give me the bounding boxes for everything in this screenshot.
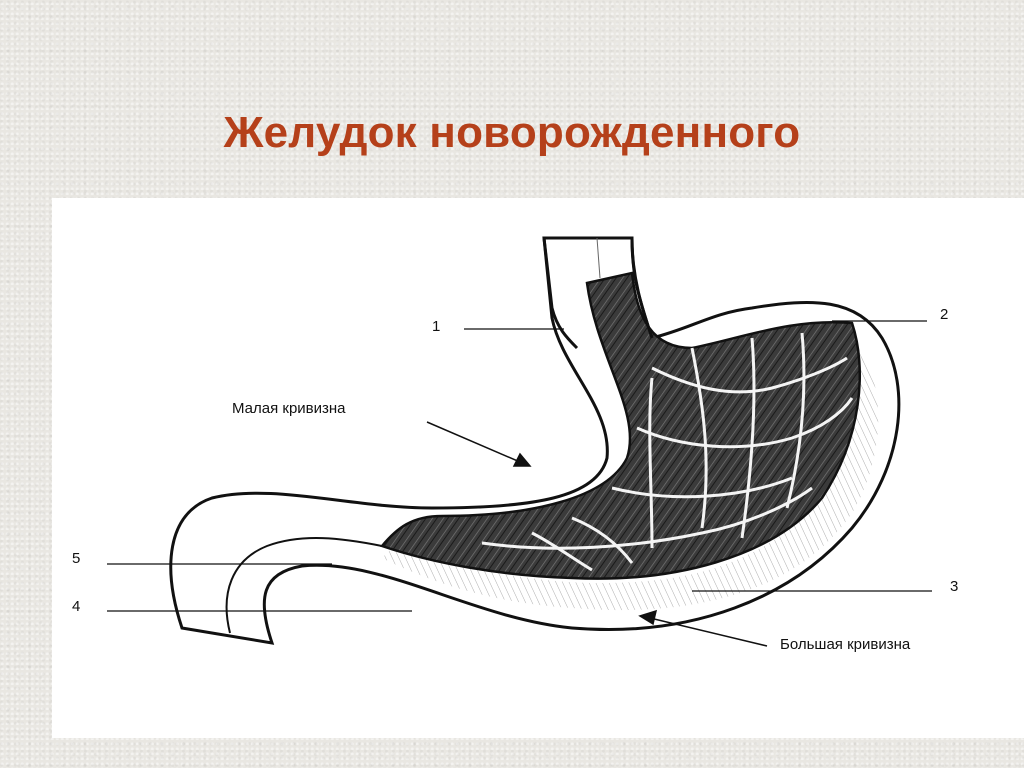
- label-3: 3: [950, 578, 959, 595]
- gastric-rugae: [481, 332, 854, 572]
- stomach-illustration: [107, 236, 932, 647]
- label-2: 2: [940, 306, 949, 323]
- label-1: 1: [432, 318, 441, 335]
- slide-title: Желудок новорожденного: [223, 108, 801, 157]
- gastric-mucosa: [379, 271, 861, 580]
- lesser-curvature-label: Малая кривизна: [232, 400, 346, 417]
- greater-curvature-label: Большая кривизна: [780, 636, 911, 653]
- duodenum: [225, 537, 383, 634]
- stomach-diagram: 1 2 3 4 5 Малая кривизна Большая кривизн…: [52, 198, 1024, 738]
- pointer-lines: [107, 320, 932, 612]
- label-4: 4: [72, 598, 81, 615]
- arrows: [426, 421, 768, 647]
- label-5: 5: [72, 550, 81, 567]
